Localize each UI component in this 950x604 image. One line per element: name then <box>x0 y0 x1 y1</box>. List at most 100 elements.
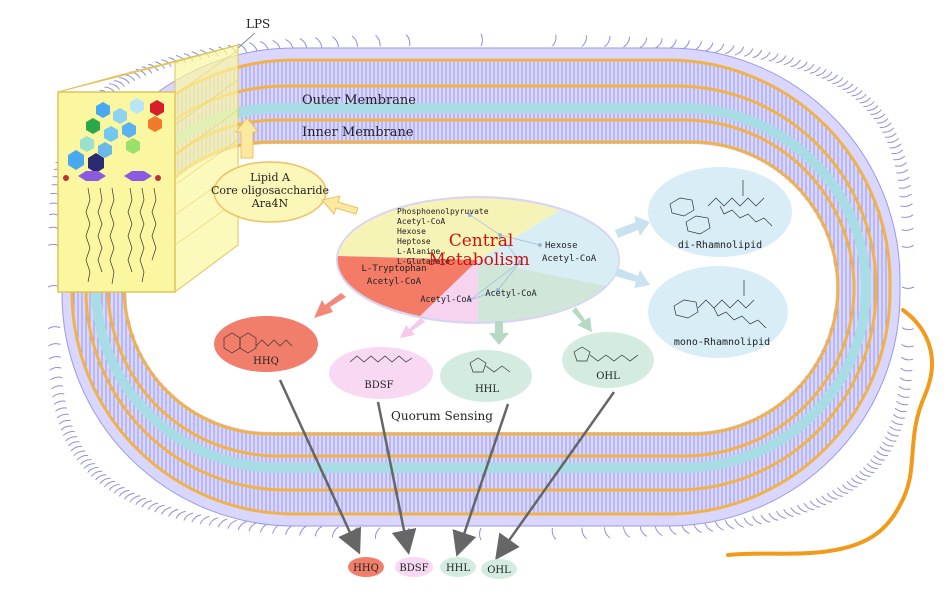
lps-hair <box>897 393 910 398</box>
lps-hair <box>892 414 905 419</box>
lps-hair <box>743 517 754 527</box>
lps-hair <box>776 55 787 64</box>
lps-hair <box>119 77 130 84</box>
sector-precursors <box>338 198 560 260</box>
lps-hair <box>113 487 125 494</box>
bdsf-ellipse <box>329 347 433 399</box>
quorum-sensing-label: Quorum Sensing <box>391 409 493 423</box>
inner-membrane-label: Inner Membrane <box>302 125 414 140</box>
lps-hair <box>581 527 587 540</box>
out-hhl-label: HHL <box>446 563 470 574</box>
out-bdsf-ellipse <box>395 557 433 577</box>
precursor-1: Phosphoenolpyruvate <box>397 207 489 216</box>
lps-hair <box>227 519 237 529</box>
mono-rhamnolipid-structure <box>673 280 767 329</box>
lipid-a-text-3: Ara4N <box>251 197 289 210</box>
arrow-to-di-rhamnolipid <box>615 216 650 238</box>
lps-hair <box>889 425 901 431</box>
lps-hair <box>846 86 859 94</box>
lps-hair <box>91 470 103 477</box>
lps-hair <box>876 450 889 457</box>
lps-hair <box>891 149 904 155</box>
lps-hair <box>314 37 323 48</box>
arrow-to-bdsf <box>400 318 425 338</box>
lps-hair <box>775 510 787 519</box>
lps-hair <box>108 484 120 491</box>
lps-hair <box>725 45 735 55</box>
arrow-to-ohl <box>572 307 592 332</box>
lps-hair <box>743 48 754 57</box>
lps-hair <box>870 109 882 115</box>
lps-hair <box>175 510 186 519</box>
lps-hair <box>604 35 611 48</box>
ohl-structure <box>573 346 639 362</box>
lps-hair <box>768 512 779 521</box>
lps-hair <box>870 459 882 465</box>
lps-hair <box>803 63 815 72</box>
lps-hair <box>897 176 910 181</box>
lps-hair <box>248 522 258 532</box>
arrow-to-hhq <box>314 293 346 318</box>
lps-hair <box>894 162 907 167</box>
lipid-chains <box>85 187 157 285</box>
lps-hair <box>734 46 745 56</box>
lps-hair <box>73 450 86 456</box>
lps-hair <box>891 420 903 425</box>
lps-hair <box>898 385 911 390</box>
out-ohl-label: OHL <box>487 565 511 576</box>
lps-hair <box>846 481 858 488</box>
ohl-ellipse <box>562 332 654 388</box>
lps-hair <box>639 37 648 49</box>
hhq-export-arrow <box>278 379 362 555</box>
lps-hair <box>208 517 219 526</box>
lps-hair <box>898 184 911 189</box>
flagellum <box>726 308 934 557</box>
mono-rhamnolipid-ellipse <box>648 266 788 358</box>
lps-hair <box>884 436 897 442</box>
lps-hair <box>899 193 912 198</box>
lps-hair <box>183 512 194 521</box>
lps-hair <box>479 527 482 541</box>
lps-hair <box>900 203 913 207</box>
lps-hair <box>790 59 801 68</box>
precursor-4: Heptose <box>397 237 431 246</box>
lps-hair <box>704 42 714 52</box>
tryptophan-acetyl-label: Acetyl-CoA <box>367 277 422 287</box>
lps-hair <box>552 34 557 47</box>
lps-hair <box>810 66 821 74</box>
lps-hair <box>58 419 71 425</box>
lps-hair <box>783 57 794 66</box>
lps-hair <box>83 463 95 469</box>
lps-hair <box>551 527 557 540</box>
ohl-export-arrow <box>495 391 616 561</box>
lps-hair <box>65 436 78 442</box>
lps-hair <box>60 425 73 431</box>
lps-hair <box>623 36 631 48</box>
lps-hair <box>237 521 247 531</box>
lps-hair <box>217 518 228 528</box>
lps-hair <box>797 61 808 70</box>
precursor-2: Acetyl-CoA <box>397 217 445 226</box>
lps-hair <box>752 515 762 525</box>
out-hhl-ellipse <box>440 557 476 577</box>
lps-hair <box>752 49 763 59</box>
lps-hair <box>285 38 294 49</box>
lps-hair <box>154 61 166 69</box>
lps-hair <box>62 430 75 437</box>
lps-hair <box>332 36 339 48</box>
lps-hair <box>154 504 165 513</box>
lps-hair <box>832 77 844 85</box>
precursor-6: L-Glutamate <box>397 257 450 266</box>
out-hhq-label: HHQ <box>353 563 379 574</box>
pathway-network <box>468 213 542 302</box>
lps-hair <box>191 514 202 523</box>
lps-hair <box>809 500 821 508</box>
lps-hair <box>135 68 147 76</box>
lps-hair <box>704 522 714 532</box>
lps-hair <box>850 477 863 485</box>
sector-acetyl-pink <box>420 260 478 322</box>
sector-acetyl-green <box>478 260 606 323</box>
lps-hair <box>734 518 744 528</box>
lps-hair <box>374 527 381 539</box>
lps-hair <box>887 137 900 144</box>
